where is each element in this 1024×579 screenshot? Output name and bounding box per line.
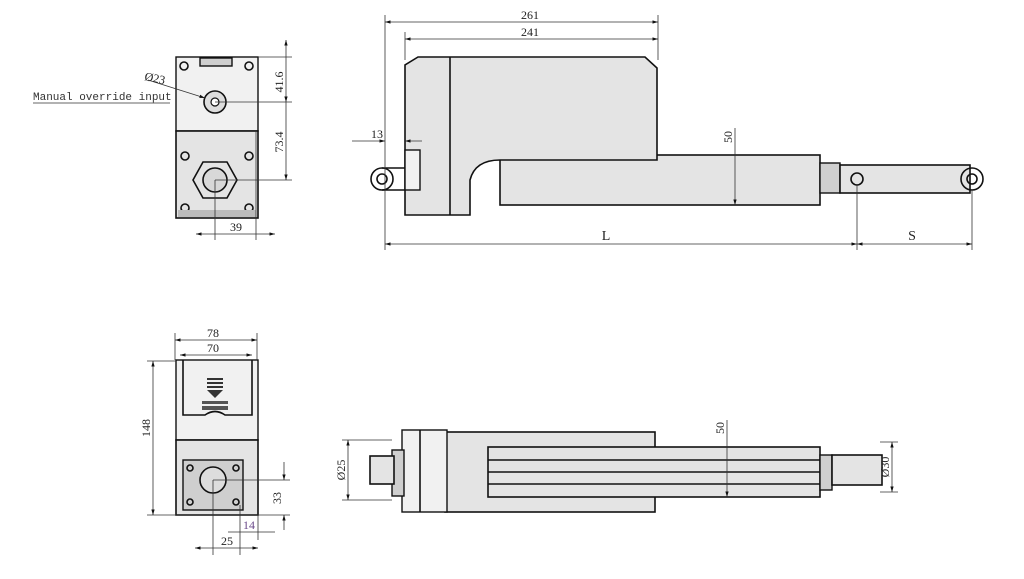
dim-13: 13 <box>371 127 383 141</box>
manual-override-input-label: Manual override input <box>33 92 172 104</box>
dim-50-top: 50 <box>721 131 735 143</box>
front-rod-end <box>831 454 883 486</box>
dim-diameter-25: Ø25 <box>334 460 348 481</box>
extension-rod <box>839 164 971 194</box>
diameter-23-label: Ø23 <box>143 69 166 87</box>
dim-78: 78 <box>207 326 219 340</box>
cover-upper <box>175 359 259 441</box>
arrow-down-icon <box>207 378 223 398</box>
dim-148: 148 <box>139 419 153 437</box>
side-view-top: 261 241 13 50 L S <box>352 8 984 250</box>
dim-39: 39 <box>230 220 242 234</box>
dim-S: S <box>908 229 916 244</box>
dim-50-bottom: 50 <box>713 422 727 434</box>
rear-clevis <box>369 455 395 485</box>
dim-14: 14 <box>243 518 255 532</box>
dim-L: L <box>602 229 611 244</box>
end-view-bottom: 78 70 148 33 14 25 <box>139 326 290 555</box>
dim-diameter-30: Ø30 <box>878 457 892 478</box>
dim-33: 33 <box>270 492 284 504</box>
dim-41-6: 41.6 <box>272 72 286 93</box>
dim-73-4: 73.4 <box>272 132 286 153</box>
dim-261: 261 <box>521 8 539 22</box>
outer-tube <box>499 154 821 206</box>
dim-241: 241 <box>521 25 539 39</box>
motor-housing <box>404 56 658 216</box>
hex-mount-icon <box>192 161 238 199</box>
dim-70: 70 <box>207 341 219 355</box>
plan-view-bottom: Ø25 Ø30 50 <box>334 420 898 513</box>
end-view-top: Ø23 Manual override input 41.6 73.4 39 <box>33 40 292 240</box>
dim-25: 25 <box>221 534 233 548</box>
